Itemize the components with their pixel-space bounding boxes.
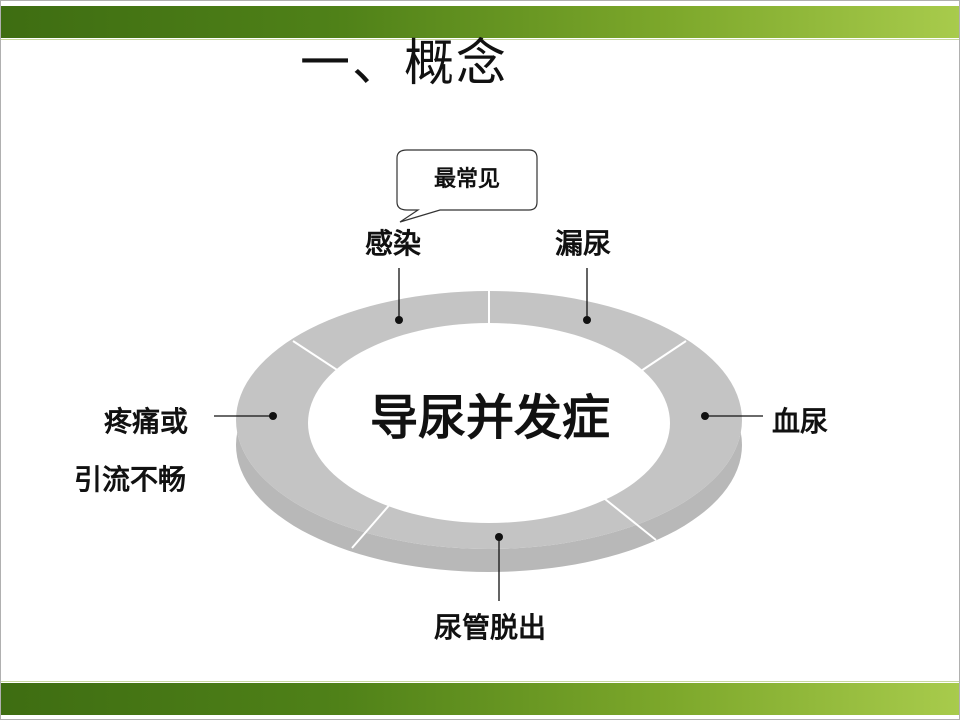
connector-dots xyxy=(269,316,709,541)
slide-title: 一、概念 xyxy=(300,34,508,92)
bottom-band-edge xyxy=(0,681,960,682)
top-green-band xyxy=(0,6,960,38)
label-hematuria: 血尿 xyxy=(772,405,829,438)
connector-lines xyxy=(214,268,763,601)
label-infection: 感染 xyxy=(365,227,422,260)
label-pain-line1: 疼痛或 xyxy=(104,405,189,438)
label-leakage: 漏尿 xyxy=(555,227,612,260)
callout-most-common: 最常见 xyxy=(433,167,500,192)
ring-top xyxy=(236,291,742,549)
callout-bubble xyxy=(396,149,538,223)
bottom-green-band xyxy=(0,683,960,715)
label-pain-line2: 引流不畅 xyxy=(74,463,187,496)
label-catheter-out: 尿管脱出 xyxy=(434,611,547,644)
center-topic: 导尿并发症 xyxy=(369,390,610,446)
top-band-edge xyxy=(0,39,960,40)
ring-segment-dividers xyxy=(292,291,687,549)
